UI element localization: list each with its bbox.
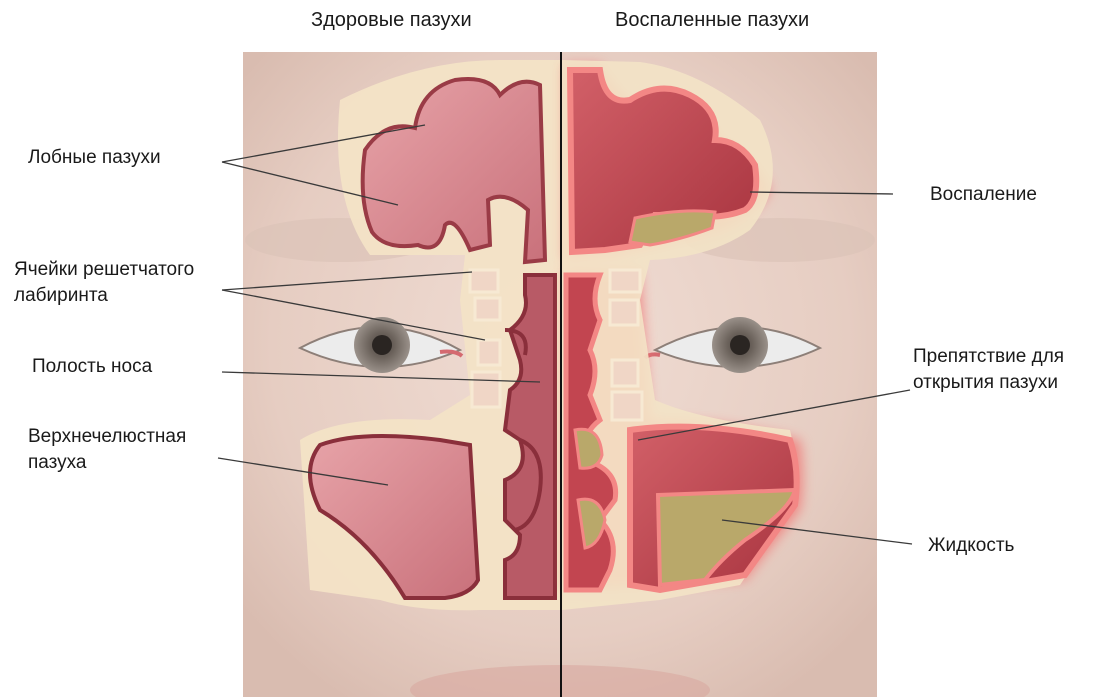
label-obstruction-line1: Препятствие для <box>913 345 1064 369</box>
label-inflammation: Воспаление <box>930 183 1037 207</box>
header-inflamed: Воспаленные пазухи <box>615 8 809 32</box>
header-healthy: Здоровые пазухи <box>311 8 472 32</box>
label-fluid: Жидкость <box>928 534 1014 558</box>
label-frontal-sinuses: Лобные пазухи <box>28 146 161 170</box>
label-maxillary-line1: Верхнечелюстная <box>28 425 186 449</box>
label-obstruction-line2: открытия пазухи <box>913 371 1058 395</box>
label-ethmoid-line2: лабиринта <box>14 284 108 308</box>
label-nasal-cavity: Полость носа <box>32 355 152 379</box>
label-ethmoid-line1: Ячейки решетчатого <box>14 258 194 282</box>
label-maxillary-line2: пазуха <box>28 451 87 475</box>
